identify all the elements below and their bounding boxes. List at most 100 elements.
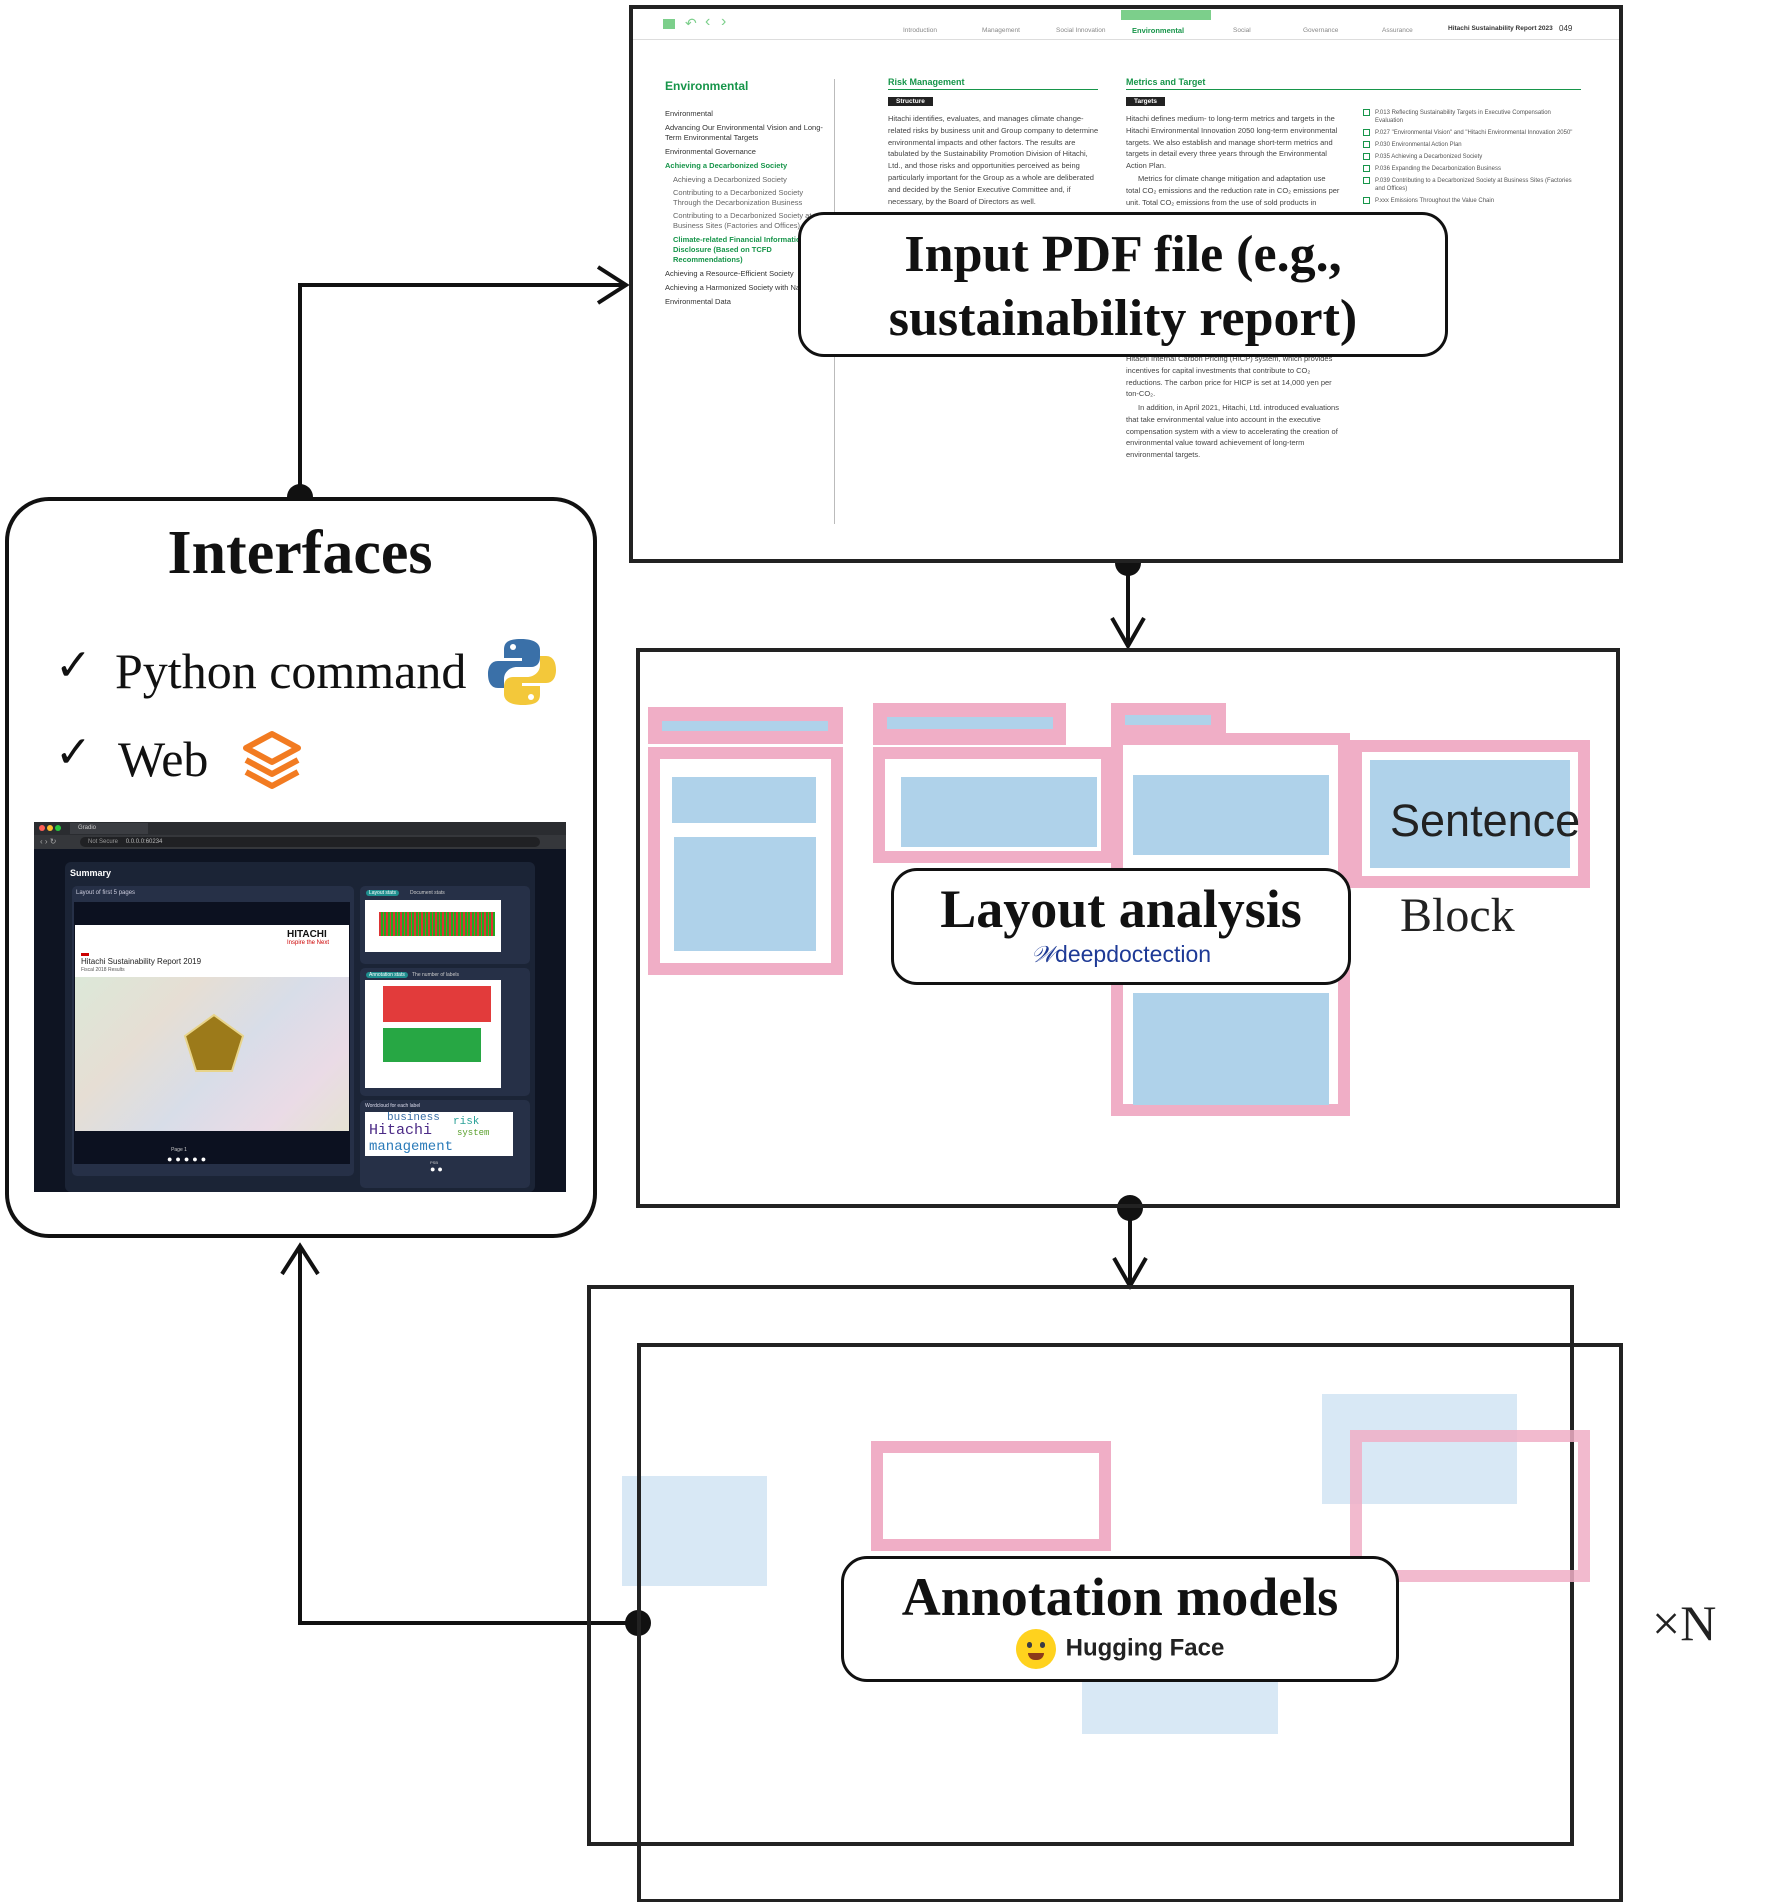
- deepdoctection-logo: 𝒲deepdoctection: [894, 941, 1348, 968]
- browser-addressbar: ‹ › ↻ Not Secure 0.0.0.0:60234: [34, 835, 566, 849]
- risk-text: Hitachi identifies, evaluates, and manag…: [888, 114, 1099, 206]
- link-icon: [1363, 197, 1370, 204]
- wordcloud-caption: PSB: [429, 1160, 438, 1165]
- tab-layout-stats[interactable]: Layout stats: [366, 890, 399, 896]
- cover-title: Hitachi Sustainability Report 2019: [81, 957, 202, 966]
- toc-item[interactable]: Achieving a Harmonized Society with Natu…: [665, 283, 813, 292]
- nav-assurance[interactable]: Assurance: [1382, 27, 1413, 34]
- arrowhead-pdf: [596, 265, 630, 305]
- word-business: business: [387, 1112, 440, 1124]
- word-system: system: [457, 1128, 490, 1138]
- toc-subitem[interactable]: Contributing to a Decarbonized Society T…: [673, 188, 804, 207]
- undo-icon[interactable]: ↶: [685, 15, 697, 31]
- reference-item[interactable]: P.027 "Environmental Vision" and "Hitach…: [1363, 129, 1573, 137]
- reference-item[interactable]: P.013 Reflecting Sustainability Targets …: [1363, 109, 1573, 125]
- back-icon[interactable]: ‹ › ↻: [40, 837, 57, 846]
- cover-tagline: Inspire the Next: [287, 940, 330, 946]
- toc-item[interactable]: Advancing Our Environmental Vision and L…: [665, 123, 823, 142]
- hugging-face-logo: Hugging Face: [844, 1629, 1396, 1669]
- annotation-stats-chart: [365, 980, 501, 1088]
- page-dots[interactable]: ●●●●●: [167, 1154, 210, 1164]
- toc-item[interactable]: Environmental Governance: [665, 147, 756, 156]
- reference-item[interactable]: P.xxx Emissions Throughout the Value Cha…: [1363, 197, 1573, 205]
- cover-red-mark: [81, 953, 89, 956]
- prev-page-icon[interactable]: ‹: [705, 13, 711, 30]
- nav-active-indicator: [1121, 10, 1211, 20]
- reference-item[interactable]: P.039 Contributing to a Decarbonized Soc…: [1363, 177, 1573, 193]
- arrowhead-layout: [1110, 617, 1146, 651]
- toc-item[interactable]: Achieving a Resource-Efficient Society: [665, 269, 794, 278]
- reference-text: P.xxx Emissions Throughout the Value Cha…: [1375, 198, 1495, 204]
- structure-label: Structure: [888, 97, 933, 106]
- nav-introduction[interactable]: Introduction: [903, 27, 937, 34]
- reference-text: P.036 Expanding the Decarbonization Busi…: [1375, 166, 1501, 172]
- nav-social[interactable]: Social: [1233, 27, 1251, 34]
- nav-environmental[interactable]: Environmental: [1132, 26, 1185, 35]
- annotation-frame-front: [637, 1343, 1623, 1902]
- reference-item[interactable]: P.035 Achieving a Decarbonized Society: [1363, 153, 1573, 161]
- toc-item-current[interactable]: Climate-related Financial Information Di…: [673, 235, 806, 264]
- annotation-stats-sub: The number of labels: [412, 972, 459, 978]
- annotation-bar-green: [383, 1028, 481, 1062]
- reference-text: P.039 Contributing to a Decarbonized Soc…: [1375, 178, 1572, 192]
- layout-analysis-frame: [636, 648, 1620, 1208]
- sentence-box: [1350, 740, 1590, 888]
- link-icon: [1363, 141, 1370, 148]
- reference-item[interactable]: P.030 Environmental Action Plan: [1363, 141, 1573, 149]
- risk-rule: [888, 89, 1098, 90]
- reference-item[interactable]: P.036 Expanding the Decarbonization Busi…: [1363, 165, 1573, 173]
- url-field[interactable]: Not Secure 0.0.0.0:60234: [80, 837, 540, 847]
- metrics-text-1: Hitachi defines medium- to long-term met…: [1126, 114, 1338, 171]
- web-app-screenshot: Gradio ‹ › ↻ Not Secure 0.0.0.0:60234 Su…: [34, 822, 566, 1192]
- targets-label: Targets: [1126, 97, 1165, 106]
- nav-management[interactable]: Management: [982, 27, 1020, 34]
- window-close-icon[interactable]: [39, 825, 45, 831]
- next-page-icon[interactable]: ›: [721, 13, 727, 30]
- toc-item-active-group[interactable]: Achieving a Decarbonized Society: [665, 161, 788, 170]
- link-icon: [1363, 177, 1370, 184]
- reference-text: P.035 Achieving a Decarbonized Society: [1375, 154, 1483, 160]
- arrowhead-interfaces: [280, 1242, 320, 1276]
- toc-item[interactable]: Environmental: [665, 109, 713, 118]
- hugging-face-label: Hugging Face: [1065, 1634, 1225, 1662]
- option-python-label: Python command: [115, 643, 467, 699]
- gradio-logo-icon: [243, 731, 301, 789]
- reference-text: P.030 Environmental Action Plan: [1375, 142, 1462, 148]
- nav-governance[interactable]: Governance: [1303, 27, 1339, 34]
- page-label: Page 1: [171, 1147, 187, 1153]
- annotation-models-label: Annotation models: [901, 1567, 1339, 1627]
- layout-stats-bars: [379, 912, 495, 936]
- block-label: Block: [1400, 889, 1515, 942]
- option-python: ✓: [55, 640, 92, 691]
- home-icon[interactable]: [663, 19, 675, 29]
- wordcloud-dots[interactable]: ●●: [430, 1164, 445, 1174]
- check-icon: ✓: [55, 728, 92, 777]
- cover-pentagon-emblem: [183, 1013, 245, 1072]
- layout-caption: Layout of first 5 pages: [76, 890, 136, 896]
- word-hitachi: Hitachi: [369, 1122, 433, 1139]
- check-icon: ✓: [55, 641, 92, 690]
- tab-document-stats[interactable]: Document stats: [410, 890, 445, 896]
- option-web: ✓: [55, 727, 92, 778]
- browser-tab[interactable]: Gradio: [70, 823, 148, 834]
- section-title: Environmental: [665, 79, 749, 93]
- reference-list: P.013 Reflecting Sustainability Targets …: [1363, 109, 1573, 205]
- connector-dot-layout: [1117, 1195, 1143, 1221]
- input-pdf-label: Input PDF file (e.g., sustainability rep…: [888, 226, 1358, 347]
- metrics-heading: Metrics and Target: [1126, 77, 1206, 87]
- toc-subitem[interactable]: Contributing to a Decarbonized Society a…: [673, 211, 812, 230]
- annotation-region-pink-1: [871, 1441, 1111, 1551]
- risk-heading: Risk Management: [888, 77, 965, 87]
- window-maximize-icon[interactable]: [55, 825, 61, 831]
- summary-title: Summary: [70, 868, 112, 878]
- cover-subtitle: Fiscal 2018 Results: [81, 967, 125, 973]
- hugging-face-icon: [1015, 1629, 1056, 1669]
- layout-box-text-2: [873, 747, 1113, 863]
- toc-item[interactable]: Environmental Data: [665, 297, 731, 306]
- layout-stats-chart: [365, 900, 501, 952]
- tab-annotation-stats[interactable]: Annotation stats: [366, 972, 408, 978]
- window-minimize-icon[interactable]: [47, 825, 53, 831]
- nav-social-innovation[interactable]: Social Innovation: [1056, 27, 1106, 34]
- reference-text: P.013 Reflecting Sustainability Targets …: [1375, 110, 1551, 124]
- toc-subitem[interactable]: Achieving a Decarbonized Society: [673, 175, 787, 184]
